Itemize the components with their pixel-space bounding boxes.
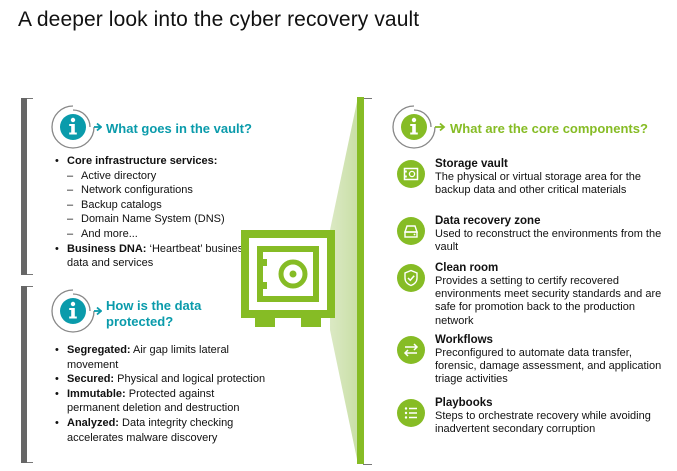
sub-list-item: Active directory xyxy=(67,169,254,184)
component-data-recovery-zone: Data recovery zone Used to reconstruct t… xyxy=(397,215,667,255)
component-title: Clean room xyxy=(435,262,499,274)
info-icon xyxy=(51,105,102,149)
component-description: Provides a setting to certify recovered … xyxy=(435,275,662,327)
component-playbooks: Playbooks Steps to orchestrate recovery … xyxy=(397,397,667,453)
list-item: Core infrastructure services: Active dir… xyxy=(54,154,254,242)
sub-list-item: And more... xyxy=(67,227,254,242)
components-panel-heading: What are the core components? xyxy=(450,121,648,136)
component-description: Used to reconstruct the environments fro… xyxy=(435,228,662,254)
component-description: Preconfigured to automate data transfer,… xyxy=(435,347,662,386)
sub-list: Active directory Network configurations … xyxy=(67,169,254,242)
component-title: Data recovery zone xyxy=(435,215,541,227)
list-item: Secured: Physical and logical protection xyxy=(54,372,269,387)
component-description: Steps to orchestrate recovery while avoi… xyxy=(435,410,651,436)
sub-list-item: Domain Name System (DNS) xyxy=(67,212,254,227)
vault-panel-bar xyxy=(21,98,27,275)
checklist-icon xyxy=(397,399,425,427)
component-title: Storage vault xyxy=(435,158,508,170)
storage-vault-icon xyxy=(397,160,425,188)
sub-list-item: Network configurations xyxy=(67,183,254,198)
info-icon xyxy=(392,105,446,149)
sub-list-item: Backup catalogs xyxy=(67,198,254,213)
hard-drive-icon xyxy=(397,217,425,245)
list-item: Analyzed: Data integrity checking accele… xyxy=(54,416,269,445)
vault-panel-heading: What goes in the vault? xyxy=(106,121,252,136)
protect-panel-bar xyxy=(21,286,27,463)
protect-panel-bracket xyxy=(21,286,33,463)
vault-contents-list: Core infrastructure services: Active dir… xyxy=(54,154,254,271)
component-clean-room: Clean room Provides a setting to certify… xyxy=(397,262,667,332)
components-panel-bracket xyxy=(363,98,372,465)
shield-check-icon xyxy=(397,264,425,292)
vault-panel-bracket xyxy=(21,98,33,275)
vault-safe-icon xyxy=(241,230,335,327)
component-workflows: Workflows Preconfigured to automate data… xyxy=(397,334,667,390)
list-item: Immutable: Protected against permanent d… xyxy=(54,387,269,416)
components-panel-bar xyxy=(357,97,364,464)
protect-panel-heading: How is the data protected? xyxy=(106,298,202,329)
info-icon xyxy=(51,289,102,333)
page-title: A deeper look into the cyber recovery va… xyxy=(18,8,420,31)
component-description: The physical or virtual storage area for… xyxy=(435,171,642,197)
component-title: Playbooks xyxy=(435,397,493,409)
component-storage-vault: Storage vault The physical or virtual st… xyxy=(397,158,667,208)
component-title: Workflows xyxy=(435,334,493,346)
list-item: Segregated: Air gap limits lateral movem… xyxy=(54,343,269,372)
protection-list: Segregated: Air gap limits lateral movem… xyxy=(54,343,269,445)
list-item: Business DNA: ‘Heartbeat’ business data … xyxy=(54,242,254,271)
arrows-exchange-icon xyxy=(397,336,425,364)
